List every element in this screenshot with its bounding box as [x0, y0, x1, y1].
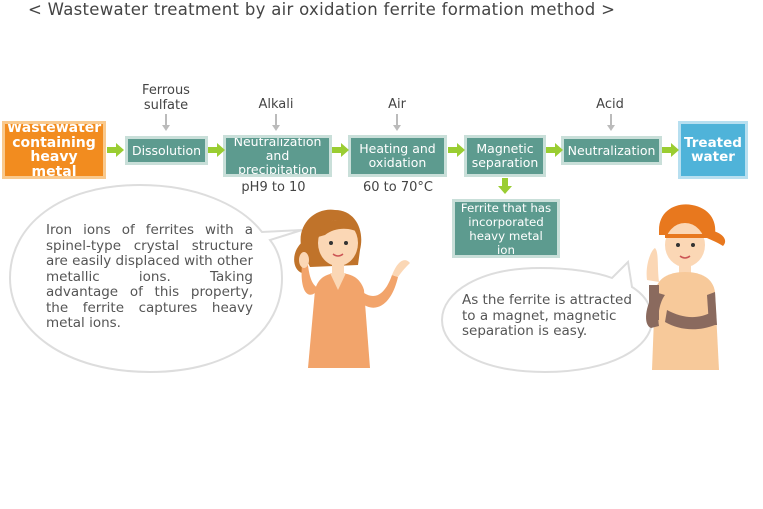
- flow-arrow-5: [546, 143, 564, 157]
- step-neutralization-box: Neutralization: [561, 136, 662, 165]
- addition-arrow-ferrous-sulfate: [161, 114, 171, 132]
- step-dissolution-box: Dissolution: [125, 136, 208, 165]
- speech-text-left: Iron ions of ferrites with a spinel-type…: [46, 222, 253, 331]
- woman-illustration: [280, 205, 420, 374]
- step-neutralization-precipitation-box: Neutralization and precipitation: [223, 135, 332, 177]
- addition-arrow-acid: [606, 114, 616, 132]
- flow-arrow-2: [208, 143, 226, 157]
- addition-arrow-alkali: [271, 114, 281, 132]
- output-treated-water-box: Treated water: [678, 121, 748, 179]
- condition-temperature: 60 to 70°C: [363, 180, 433, 195]
- input-wastewater-box: Wastewater containing heavy metal: [2, 120, 106, 180]
- flow-arrow-3: [332, 143, 350, 157]
- flow-arrow-down-ferrite: [498, 178, 512, 195]
- man-illustration: [637, 200, 747, 374]
- label-alkali: Alkali: [258, 97, 294, 112]
- label-acid: Acid: [596, 97, 624, 112]
- flow-arrow-1: [107, 143, 125, 157]
- flow-arrow-6: [662, 143, 680, 157]
- diagram-title: < Wastewater treatment by air oxidation …: [28, 0, 616, 19]
- step-magnetic-separation-box: Magnetic separation: [464, 135, 546, 177]
- label-ferrous-sulfate: Ferrous sulfate: [142, 83, 190, 113]
- flow-arrow-4: [448, 143, 466, 157]
- condition-ph: pH9 to 10: [241, 180, 306, 195]
- ferrite-byproduct-box: Ferrite that has incorporated heavy meta…: [452, 199, 560, 258]
- speech-text-right: As the ferrite is attracted to a magnet,…: [462, 292, 632, 339]
- label-air: Air: [388, 97, 406, 112]
- addition-arrow-air: [392, 114, 402, 132]
- step-heating-oxidation-box: Heating and oxidation: [348, 135, 447, 177]
